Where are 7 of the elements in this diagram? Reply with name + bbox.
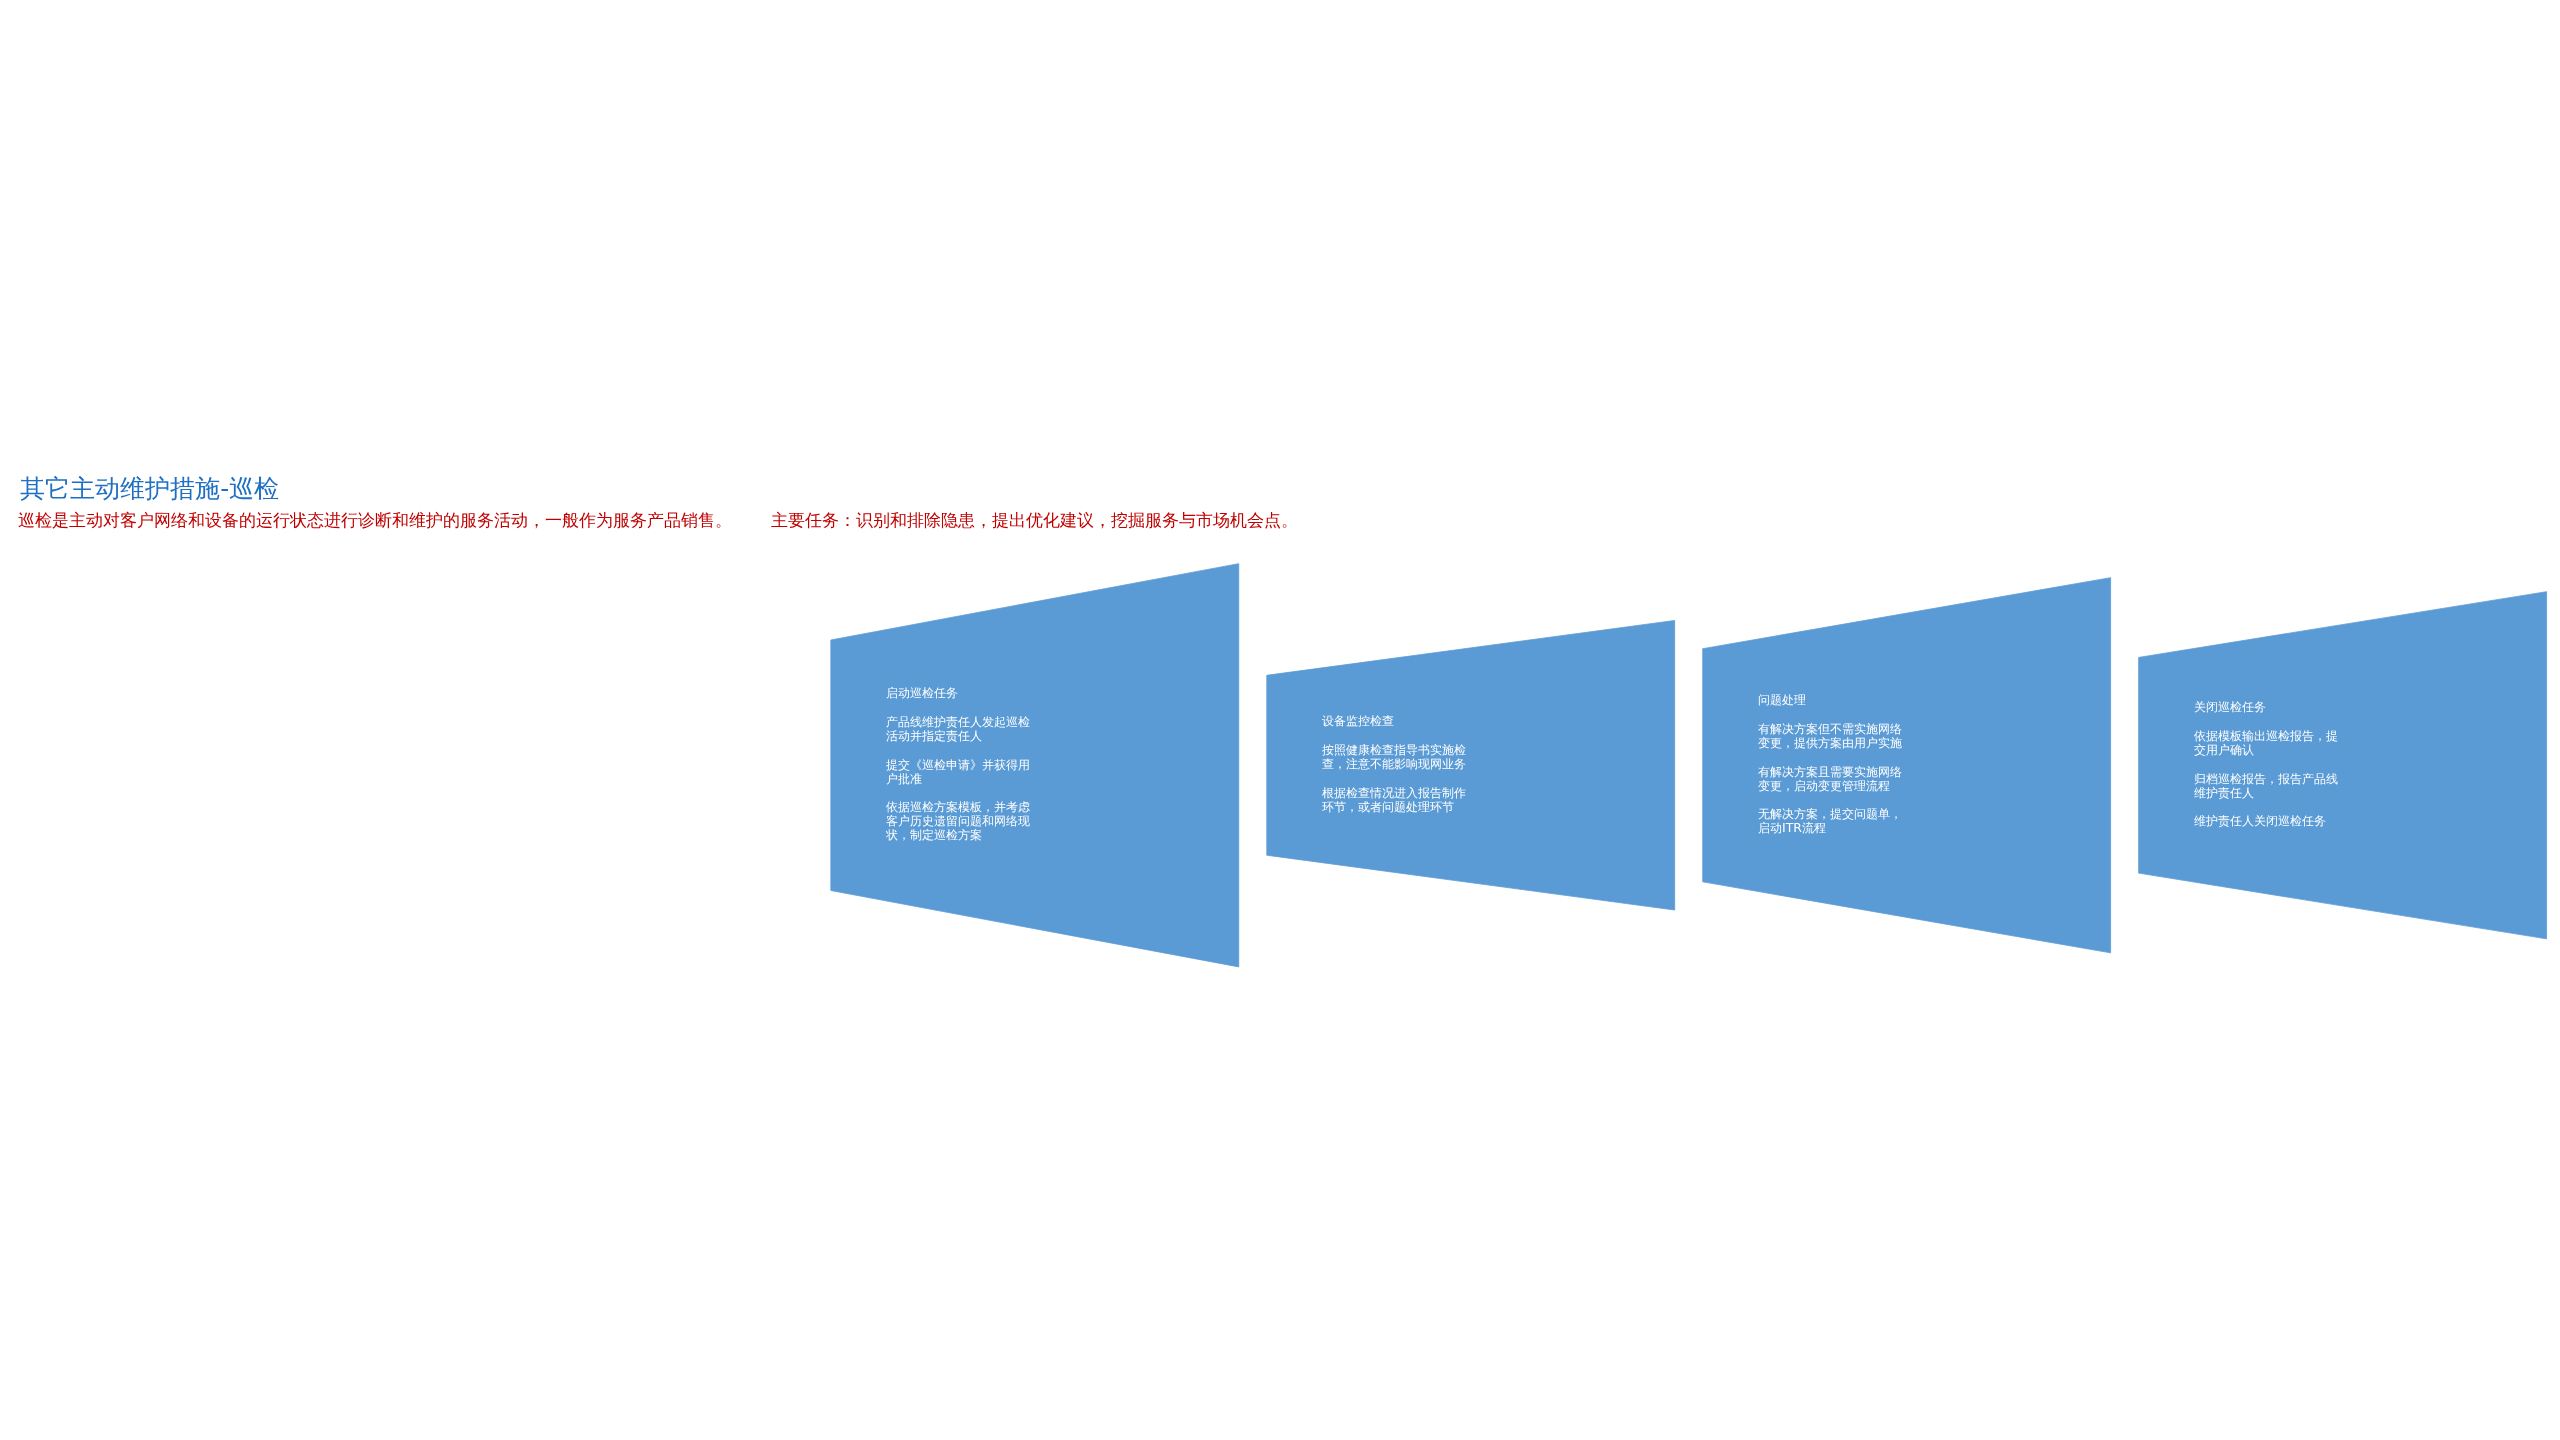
node-box: 关闭巡检任务 依据模板输出巡检报告，提交用户确认 归档巡检报告，报告产品线维护责任人 维护责任人关闭巡检任务 bbox=[2138, 590, 2547, 939]
node-box: 设备监控检查 按照健康检查指导书实施检查，注意不能影响现网业务 根据检查情况进入报告制作环节，或者问题处理环节 bbox=[1266, 619, 1676, 910]
node-box: 问题处理 有解决方案但不需实施网络变更，提供方案由用户实施 有解决方案且需要实施网络变更，启动变更管理流程 无解决方案，提交问题单，启动ITR流程 bbox=[1702, 576, 2111, 953]
label: 主要任务：识别和排除隐患，提出优化建议，挖掘服务与市场机会点。 bbox=[771, 509, 1299, 530]
label: 巡检是主动对客户网络和设备的运行状态进行诊断和维护的服务活动，一般作为服务产品销售。 bbox=[18, 509, 733, 530]
diagram-title: 其它主动维护措施-巡检 bbox=[20, 473, 280, 503]
node-box: 启动巡检任务 产品线维护责任人发起巡检活动并指定责任人 提交《巡检申请》并获得用户批准 依据巡检方案模板，并考虑客户历史遗留问题和网络现状，制定巡检方案 bbox=[830, 562, 1240, 967]
